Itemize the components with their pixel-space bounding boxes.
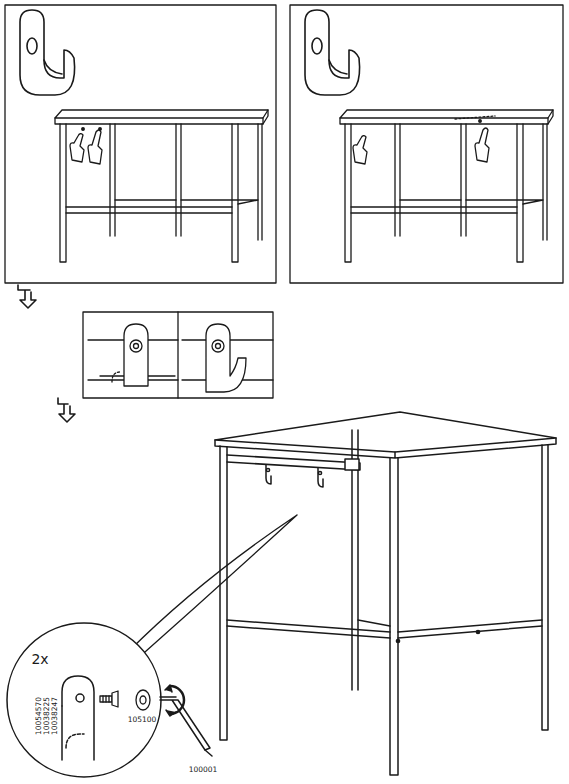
hook-icon	[20, 10, 75, 95]
step-arrow	[18, 285, 36, 308]
part-number: 100001	[189, 766, 218, 774]
hand-symbol	[70, 130, 102, 164]
hook-detail	[88, 324, 178, 386]
table-drawing	[215, 412, 556, 775]
table-drawing	[340, 110, 553, 262]
hook-icon	[305, 10, 360, 95]
screw-part	[100, 691, 118, 707]
hook-closeup	[62, 676, 94, 760]
table-drawing	[55, 110, 268, 262]
part-number: 10038247	[51, 697, 59, 735]
step-arrow	[58, 398, 75, 422]
washer-part	[136, 690, 150, 710]
part-number: 10054570	[35, 697, 43, 735]
detail-panel	[83, 312, 273, 398]
hand-symbol	[353, 128, 489, 164]
step-panel	[290, 5, 563, 283]
quantity-label: 2x	[31, 652, 48, 666]
part-number: 105100	[128, 716, 157, 724]
hook-detail	[182, 324, 273, 392]
panel-divider	[177, 312, 178, 398]
callout-leader	[128, 515, 297, 660]
part-number: 10038225	[43, 697, 51, 735]
step-panel	[5, 5, 276, 283]
callout-circle	[7, 623, 161, 777]
hex-key	[160, 685, 212, 756]
